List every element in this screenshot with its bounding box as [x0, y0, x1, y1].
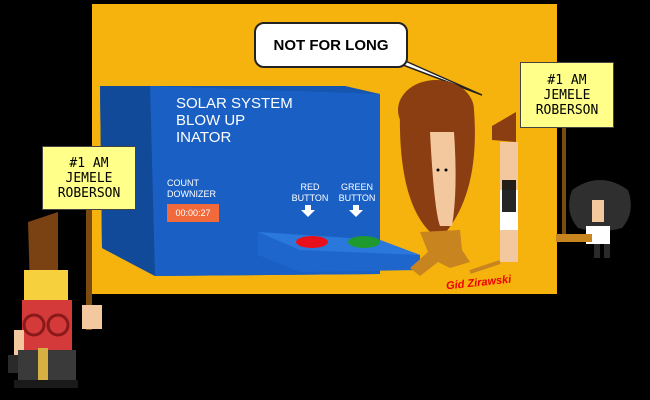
red-button-label: RED BUTTON [290, 182, 330, 204]
green-button [348, 236, 380, 248]
left-sign-hand [82, 305, 102, 329]
protest-sign-left: #1 AM JEMELE ROBERSON [42, 146, 136, 210]
thin-hair [492, 112, 516, 142]
face [430, 132, 456, 226]
counter-label-line2: DOWNIZER [167, 189, 216, 199]
counter-label: COUNT DOWNIZER [167, 178, 216, 200]
left-sign-pole [86, 206, 92, 330]
red-button-label-line2: BUTTON [291, 193, 329, 203]
machine-title-line2: BLOW UP [176, 112, 246, 129]
sign-right-line3: ROBERSON [535, 102, 599, 118]
protest-sign-right: #1 AM JEMELE ROBERSON [520, 62, 614, 128]
sign-right-line2: JEMELE [543, 87, 591, 103]
machine-title-line1: SOLAR SYSTEM [176, 95, 293, 112]
machine-title: SOLAR SYSTEM BLOW UP INATOR [176, 95, 293, 146]
green-button-label: GREEN BUTTON [336, 182, 378, 204]
right-sign-pole [562, 126, 566, 238]
green-button-label-line1: GREEN [340, 182, 373, 192]
speech-bubble-text: NOT FOR LONG [273, 36, 389, 54]
machine-front [150, 86, 380, 276]
sign-left-line3: ROBERSON [57, 185, 121, 201]
green-button-label-line2: BUTTON [338, 193, 376, 203]
countdown-value: 00:00:27 [175, 208, 211, 218]
red-button [296, 236, 328, 248]
red-button-label-line1: RED [300, 182, 320, 192]
machine-title-line3: INATOR [176, 129, 232, 146]
sign-left-line1: #1 AM [69, 155, 109, 171]
sign-right-line1: #1 AM [547, 72, 587, 88]
sign-left-line2: JEMELE [65, 170, 113, 186]
speech-bubble: NOT FOR LONG [254, 22, 408, 68]
red-button-arrow [301, 205, 315, 217]
counter-label-line1: COUNT [167, 178, 199, 188]
sitting-body [410, 230, 470, 276]
green-button-arrow [349, 205, 363, 217]
countdown-display: 00:00:27 [167, 204, 219, 222]
